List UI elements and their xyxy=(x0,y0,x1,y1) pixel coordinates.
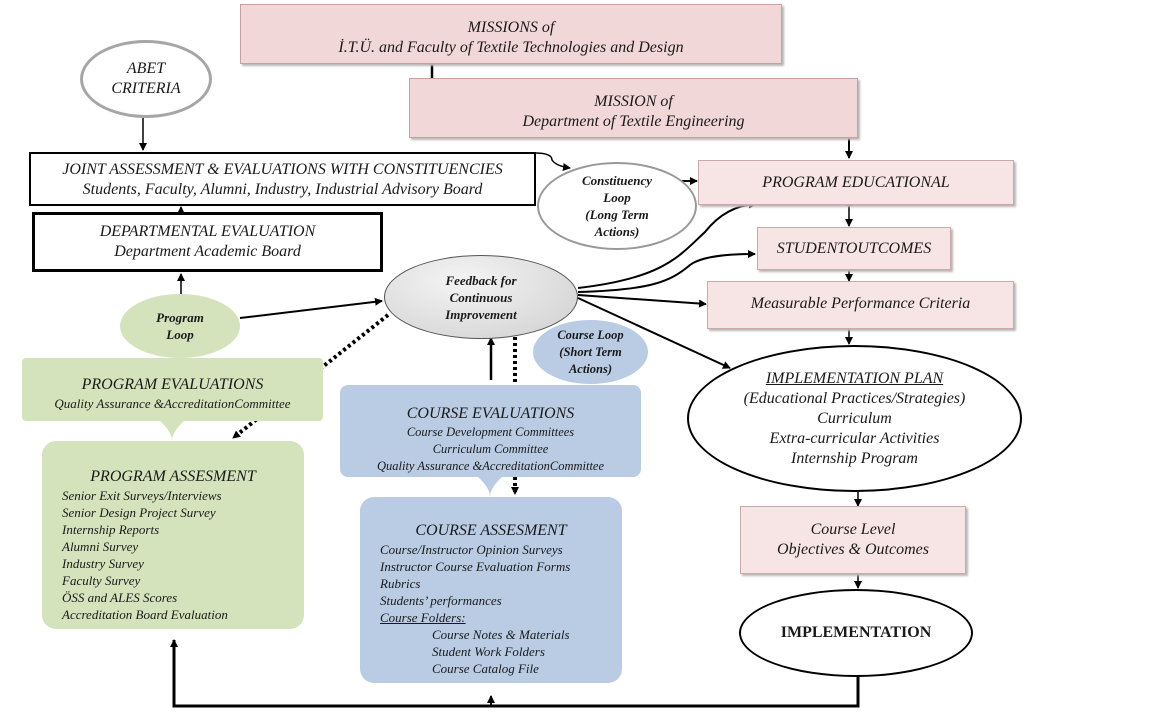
student-outcomes-text: STUDENTOUTCOMES xyxy=(776,240,932,257)
list-item: Course Catalog File xyxy=(432,661,539,676)
missions-itu-box: MISSIONS of İ.T.Ü. and Faculty of Textil… xyxy=(240,4,782,64)
missions-itu-line2: İ.T.Ü. and Faculty of Textile Technologi… xyxy=(338,39,684,56)
course-loop-line1: Course Loop xyxy=(557,327,624,342)
program-assessment-box: PROGRAM ASSESMENT Senior Exit Surveys/In… xyxy=(42,441,304,629)
program-educational-box: PROGRAM EDUCATIONAL xyxy=(698,160,1014,205)
course-evaluations-line1: Course Development Committees xyxy=(406,425,575,439)
implementation-plan-line3: Extra-curricular Activities xyxy=(769,429,940,447)
joint-line2: Students, Faculty, Alumni, Industry, Ind… xyxy=(82,181,483,198)
course-level-box: Course Level Objectives & Outcomes xyxy=(740,506,966,574)
implementation-text: IMPLEMENTATION xyxy=(780,624,932,641)
measurable-criteria-box: Measurable Performance Criteria xyxy=(707,281,1014,329)
implementation-plan-line4: Internship Program xyxy=(791,449,918,467)
course-evaluations-title: COURSE EVALUATIONS xyxy=(406,405,575,422)
program-evaluations-box: PROGRAM EVALUATIONS Quality Assurance &A… xyxy=(22,358,323,421)
course-evaluations-line2: Curriculum Committee xyxy=(432,442,549,456)
course-loop-line3: Actions) xyxy=(568,361,613,376)
feedback-to-measurable-arrow xyxy=(577,294,707,308)
student-outcomes-box: STUDENTOUTCOMES xyxy=(757,227,951,270)
feedback-line1: Feedback for xyxy=(445,272,517,288)
program-assessment-title: PROGRAM ASSESMENT xyxy=(90,468,256,485)
list-item: Students’ performances xyxy=(380,593,502,608)
course-loop-ellipse: Course Loop (Short Term Actions) xyxy=(533,320,648,384)
implementation-plan-title: IMPLEMENTATION PLAN xyxy=(765,369,944,387)
list-item: Alumni Survey xyxy=(62,539,139,554)
list-item: Senior Design Project Survey xyxy=(62,505,216,520)
list-item: Instructor Course Evaluation Forms xyxy=(380,559,571,574)
mission-dept-line1: MISSION of xyxy=(594,93,673,110)
feedback-ellipse: Feedback for Continuous Improvement xyxy=(384,255,578,339)
departmental-line2: Department Academic Board xyxy=(114,243,301,260)
program-assessment-list: Senior Exit Surveys/Interviews Senior De… xyxy=(62,487,304,623)
list-item: Student Work Folders xyxy=(432,644,545,659)
course-folders-label: Course Folders: xyxy=(380,610,466,625)
mission-dept-line2: Department of Textile Engineering xyxy=(522,113,745,130)
abet-line1: ABET xyxy=(126,60,166,77)
abet-criteria-ellipse: ABET CRITERIA xyxy=(80,40,212,118)
implementation-plan-ellipse: IMPLEMENTATION PLAN (Educational Practic… xyxy=(687,345,1022,492)
program-educational-text: PROGRAM EDUCATIONAL xyxy=(762,174,950,191)
implementation-plan-line1: (Educational Practices/Strategies) xyxy=(743,389,966,407)
course-evaluations-box: COURSE EVALUATIONS Course Development Co… xyxy=(340,385,641,477)
list-item: Senior Exit Surveys/Interviews xyxy=(62,488,222,503)
course-loop-line2: (Short Term xyxy=(559,344,622,359)
course-level-line1: Course Level xyxy=(810,521,896,538)
courseeval-stem xyxy=(478,477,502,497)
list-item: Internship Reports xyxy=(62,522,160,537)
feedback-line3: Improvement xyxy=(445,306,517,322)
list-item: Course Notes & Materials xyxy=(432,627,570,642)
list-item: Course/Instructor Opinion Surveys xyxy=(380,542,563,557)
course-assessment-box: COURSE ASSESMENT Course/Instructor Opini… xyxy=(360,497,622,683)
constituency-line3: (Long Term xyxy=(585,207,649,222)
program-loop-line2: Loop xyxy=(166,327,194,342)
constituency-loop-ellipse: Constituency Loop (Long Term Actions) xyxy=(537,162,697,250)
programloop-to-feedback-arrow xyxy=(239,297,383,319)
joint-to-constituency-arrow xyxy=(534,152,571,171)
program-evaluations-sub: Quality Assurance &AccreditationCommitte… xyxy=(54,396,291,411)
constituency-line4: Actions) xyxy=(594,224,640,239)
course-level-line2: Objectives & Outcomes xyxy=(777,541,929,558)
mission-dept-box: MISSION of Department of Textile Enginee… xyxy=(409,78,858,138)
progeval-stem xyxy=(160,421,184,441)
list-item: Accreditation Board Evaluation xyxy=(62,607,228,622)
course-evaluations-line3: Quality Assurance &AccreditationCommitte… xyxy=(376,459,605,473)
list-item: Industry Survey xyxy=(62,556,144,571)
program-loop-line1: Program xyxy=(156,310,204,325)
departmental-line1: DEPARTMENTAL EVALUATION xyxy=(99,223,316,240)
measurable-text: Measurable Performance Criteria xyxy=(750,295,971,312)
joint-assessment-box: JOINT ASSESSMENT & EVALUATIONS WITH CONS… xyxy=(29,152,536,206)
joint-line1: JOINT ASSESSMENT & EVALUATIONS WITH CONS… xyxy=(62,161,503,178)
implementation-plan-line2: Curriculum xyxy=(817,409,892,427)
program-evaluations-title: PROGRAM EVALUATIONS xyxy=(81,376,264,393)
feedback-line2: Continuous xyxy=(449,289,513,305)
course-assessment-list: Course/Instructor Opinion Surveys Instru… xyxy=(380,541,622,677)
implementation-ellipse: IMPLEMENTATION xyxy=(739,589,973,677)
missions-itu-line1: MISSIONS of xyxy=(467,19,555,36)
abet-line2: CRITERIA xyxy=(111,80,181,97)
constituency-line2: Loop xyxy=(603,190,631,205)
list-item: ÖSS and ALES Scores xyxy=(62,590,178,605)
list-item: Rubrics xyxy=(380,576,421,591)
departmental-evaluation-box: DEPARTMENTAL EVALUATION Department Acade… xyxy=(32,212,383,272)
course-assessment-title: COURSE ASSESMENT xyxy=(415,522,567,539)
constituency-line1: Constituency xyxy=(581,173,653,188)
program-loop-ellipse: Program Loop xyxy=(120,294,240,358)
list-item: Faculty Survey xyxy=(62,573,141,588)
